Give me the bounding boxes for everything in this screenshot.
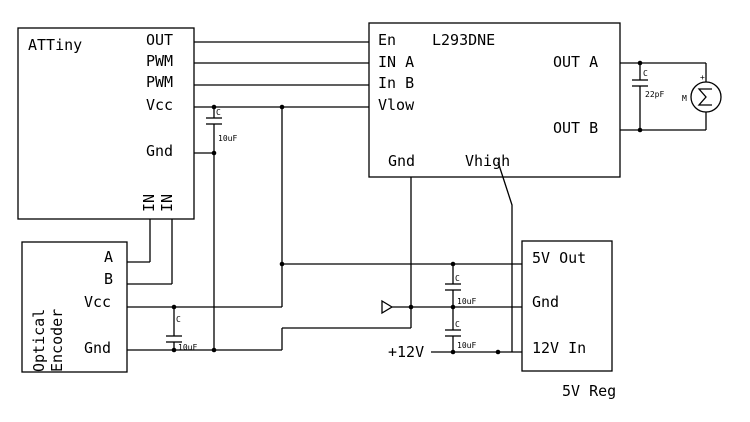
cap-attiny-value: 10uF xyxy=(218,134,237,143)
signal-wires xyxy=(194,41,369,108)
cap-reg-in-value: 10uF xyxy=(457,341,476,350)
encoder-pin-gnd: Gnd xyxy=(84,339,111,357)
l293-pin-en: En xyxy=(378,31,396,49)
vcc-rail xyxy=(127,104,522,310)
attiny-pin-in1: IN xyxy=(140,194,158,212)
supply-label: +12V xyxy=(388,343,424,361)
supply-12v: +12V xyxy=(388,161,522,361)
cap-reg-in-ref: C xyxy=(455,320,460,329)
encoder-pin-vcc: Vcc xyxy=(84,293,111,311)
reg-caption: 5V Reg xyxy=(562,382,616,400)
attiny-pin-pwm2: PWM xyxy=(146,73,173,91)
reg-pin-12vin: 12V In xyxy=(532,339,586,357)
cap-reg-out-value: 10uF xyxy=(457,297,476,306)
attiny-pin-out: OUT xyxy=(146,31,173,49)
attiny-chip: ATTiny OUT PWM PWM Vcc Gnd IN IN xyxy=(17,27,195,220)
l293-pin-inb: In B xyxy=(378,74,414,92)
attiny-pin-pwm1: PWM xyxy=(146,52,173,70)
motor-circuit: C 22pF + M xyxy=(620,60,722,133)
attiny-pin-in2: IN xyxy=(158,194,176,212)
encoder-pin-b: B xyxy=(104,270,113,288)
capacitor-reg-out: C 10uF xyxy=(445,261,476,310)
capacitor-reg-in: C 10uF xyxy=(445,307,476,355)
encoder-name-line2: Encoder xyxy=(48,309,66,372)
motor-plus: + xyxy=(700,73,705,82)
l293-chip: L293DNE En IN A In B Vlow OUT A OUT B Gn… xyxy=(368,22,621,178)
attiny-pin-gnd: Gnd xyxy=(146,142,173,160)
cap-encoder-ref: C xyxy=(176,315,181,324)
l293-pin-ina: IN A xyxy=(378,53,414,71)
motor-ref: M xyxy=(682,94,687,103)
l293-pin-gnd: Gnd xyxy=(388,152,415,170)
ground-rail xyxy=(127,177,522,353)
reg-pin-5vout: 5V Out xyxy=(532,249,586,267)
attiny-pin-vcc: Vcc xyxy=(146,96,173,114)
l293-pin-vhigh: Vhigh xyxy=(465,152,510,170)
l293-pin-outb: OUT B xyxy=(553,119,598,137)
encoder-signal-wires xyxy=(127,219,173,285)
attiny-name: ATTiny xyxy=(28,36,82,54)
l293-pin-outa: OUT A xyxy=(553,53,598,71)
encoder-pin-a: A xyxy=(104,248,113,266)
cap-attiny-ref: C xyxy=(216,108,221,117)
sigma-icon xyxy=(697,88,712,106)
cap-encoder-value: 10uF xyxy=(178,343,197,352)
capacitor-encoder: C 10uF xyxy=(166,307,197,352)
l293-pin-vlow: Vlow xyxy=(378,96,415,114)
optical-encoder: Optical Encoder A B Vcc Gnd xyxy=(21,241,128,373)
voltage-regulator: 5V Out Gnd 12V In 5V Reg xyxy=(521,240,616,400)
cap-motor-ref: C xyxy=(643,69,648,78)
attiny-gnd-wire xyxy=(194,150,217,156)
reg-pin-gnd: Gnd xyxy=(532,293,559,311)
cap-reg-out-ref: C xyxy=(455,274,460,283)
capacitor-attiny: C 10uF xyxy=(206,108,237,350)
ground-arrow-icon xyxy=(381,299,394,315)
encoder-name-line1: Optical xyxy=(30,309,48,372)
cap-motor-value: 22pF xyxy=(645,90,664,99)
l293-name: L293DNE xyxy=(432,31,495,49)
